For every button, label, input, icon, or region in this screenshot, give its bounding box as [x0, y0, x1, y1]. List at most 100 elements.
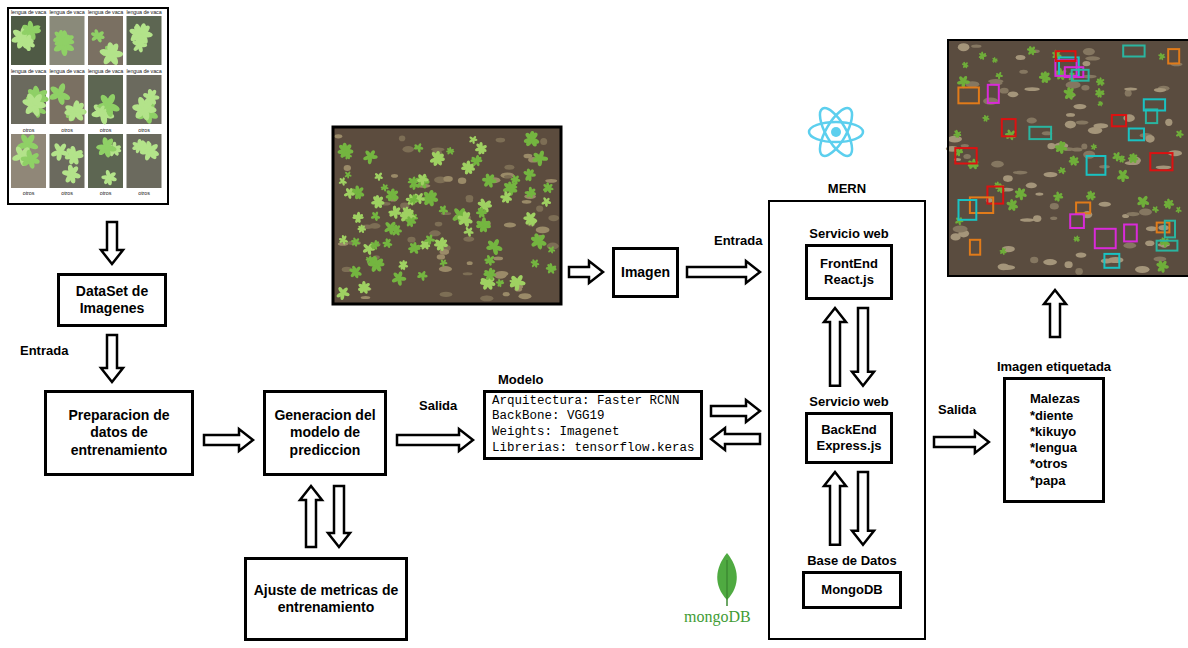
dead-leaf	[407, 237, 415, 243]
sample-tile	[127, 16, 162, 65]
dead-leaf	[1016, 55, 1026, 60]
detection-box	[1076, 203, 1090, 214]
dead-leaf	[958, 43, 970, 51]
dead-leaf	[504, 222, 516, 227]
dead-leaf	[344, 165, 351, 171]
sample-caption: lengua de vaca	[126, 68, 161, 74]
dead-leaf	[399, 136, 405, 142]
dead-leaf	[463, 272, 473, 275]
plant-leaf	[482, 220, 491, 227]
sample-tile	[50, 16, 85, 65]
plant-leaf	[413, 244, 420, 250]
grid-frame	[8, 8, 168, 204]
plant-leaf	[962, 75, 968, 83]
detection-box	[1095, 229, 1116, 248]
plant-leaf	[139, 24, 151, 36]
block-arrow	[824, 308, 874, 386]
plant-leaf	[363, 282, 371, 289]
detection-box	[959, 200, 977, 220]
dead-leaf	[1033, 215, 1041, 222]
block-arrow	[711, 400, 760, 450]
plant-leaf	[376, 196, 384, 204]
dead-leaf	[1008, 91, 1019, 97]
dead-leaf	[1145, 135, 1154, 143]
plant-leaf	[108, 42, 120, 56]
plant-leaf	[374, 211, 379, 217]
plant-leaf	[104, 137, 115, 149]
box-text: Weights: Imagenet	[492, 425, 694, 441]
dataset-sample-grid	[8, 8, 168, 204]
plant-leaf	[356, 186, 364, 194]
plant-leaf	[998, 72, 1002, 77]
model-box: ModeloArquitectura: Faster RCNNBackBone:…	[483, 390, 703, 460]
dead-leaf	[1030, 257, 1038, 263]
sample-caption: otros	[23, 190, 34, 196]
plant-leaf	[1057, 192, 1063, 198]
plant-leaf	[1178, 206, 1181, 210]
box-text: *kikuyo	[1030, 424, 1096, 440]
detection-box	[1072, 70, 1089, 81]
box-body: Ajuste de metricas de entrenamiento	[247, 560, 405, 638]
dead-leaf	[1125, 90, 1132, 97]
plant-leaf	[530, 131, 539, 141]
output-box: Imagen etiquetadaMalezas*diente*kikuyo*l…	[1003, 377, 1105, 503]
plant-leaf	[421, 270, 426, 276]
box-heading: Servicio web	[809, 226, 888, 242]
detection-box	[1087, 156, 1106, 175]
detection-box	[1112, 115, 1126, 126]
dead-leaf	[536, 227, 550, 234]
dead-leaf	[1083, 61, 1091, 66]
plant-leaf	[1090, 192, 1096, 197]
dead-leaf	[1124, 88, 1137, 91]
block-arrow-shape	[687, 261, 760, 283]
plant-leaf	[69, 165, 79, 176]
plant-leaf	[348, 188, 354, 195]
box-body: Generacion del modelo de prediccion	[266, 393, 384, 473]
dead-leaf	[545, 179, 557, 183]
plant-leaf	[58, 143, 68, 154]
plant-leaf	[341, 287, 349, 295]
database-box: Base de DatosMongoDB	[802, 571, 902, 609]
plant-leaf	[24, 34, 32, 44]
block-arrow-shape	[204, 429, 253, 451]
dead-leaf	[1135, 266, 1150, 273]
dead-leaf	[361, 296, 371, 299]
dead-leaf	[1065, 121, 1076, 129]
sample-caption: lengua de vaca	[88, 68, 123, 74]
plant-leaf	[108, 171, 117, 179]
box-text: Preparacion de datos de entrenamiento	[53, 407, 185, 460]
box-body: Imagen	[615, 250, 676, 295]
sample-tile	[11, 16, 46, 65]
dead-leaf	[1044, 172, 1058, 177]
block-arrow	[300, 486, 350, 547]
react-orbit	[814, 104, 858, 161]
plant-leaf	[1116, 151, 1121, 157]
plant-leaf	[1019, 188, 1026, 195]
data-box: DataSet de Imagenes	[57, 273, 167, 327]
dead-leaf	[1019, 70, 1028, 74]
plant-leaf	[73, 101, 86, 114]
dead-leaf	[403, 146, 414, 152]
block-arrow-shape	[824, 308, 846, 386]
plant-leaf	[105, 93, 117, 107]
plant-leaf	[534, 259, 539, 264]
box-body: FrontEnd React.js	[808, 247, 890, 297]
detection-box	[1124, 225, 1137, 242]
plant-leaf	[374, 241, 380, 246]
plant-leaf	[1073, 157, 1079, 163]
dead-leaf	[1081, 85, 1089, 90]
box-heading: MERN	[828, 181, 866, 197]
box-text: Imagen	[621, 264, 670, 282]
dead-leaf	[1083, 151, 1095, 159]
block-arrow	[101, 335, 123, 382]
sample-caption: lengua de vaca	[49, 9, 84, 15]
sample-tile	[88, 16, 123, 65]
dead-leaf	[1123, 243, 1136, 249]
plant-leaf	[1161, 53, 1165, 57]
box-text: Librerias: tensorflow.keras	[492, 441, 694, 457]
plant-leaf	[481, 209, 488, 214]
process-box: Generacion del modelo de prediccion	[263, 390, 387, 476]
sample-tile	[11, 75, 46, 124]
